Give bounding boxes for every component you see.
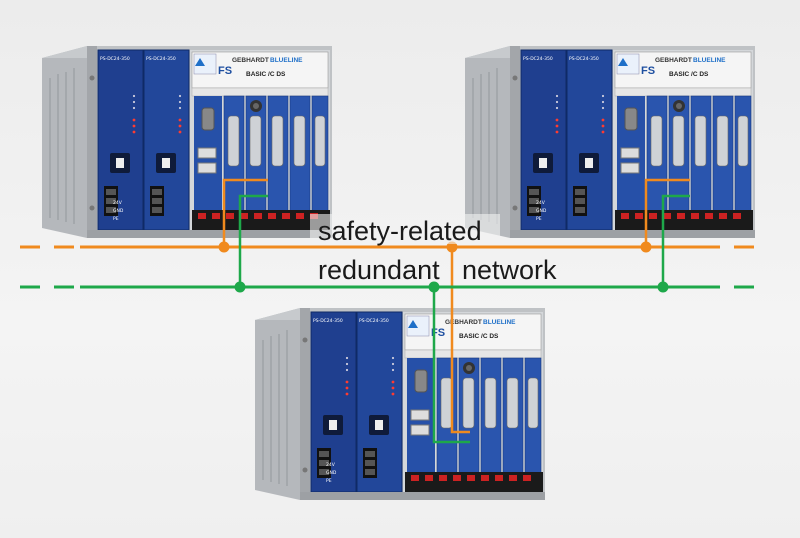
rack-top-left: [42, 45, 332, 238]
series-label: BLUELINE: [483, 319, 516, 326]
psu2-label: PS-DC24-350: [146, 56, 176, 62]
terminal-24v: 24V: [536, 200, 546, 206]
label-network: network: [462, 255, 557, 285]
rack-text-top-right: PS-DC24-350 PS-DC24-350 FS GEBHARDT BLUE…: [523, 56, 726, 222]
safety-network: [20, 178, 760, 434]
brand-label: GEBHARDT: [655, 57, 692, 64]
psu2-label: PS-DC24-350: [569, 56, 599, 62]
psu1-label: PS-DC24-350: [100, 56, 130, 62]
terminal-24v: 24V: [326, 462, 336, 468]
model-label: BASIC /C DS: [459, 333, 499, 340]
fs-badge: FS: [641, 65, 655, 77]
rack-text-top-left: PS-DC24-350 PS-DC24-350 FS GEBHARDT BLUE…: [100, 56, 303, 222]
terminal-pe: PE: [536, 216, 542, 222]
rack-bottom: [255, 307, 545, 500]
psu1-label: PS-DC24-350: [313, 318, 343, 324]
brand-label: GEBHARDT: [232, 57, 269, 64]
label-safety-related: safety-related: [318, 216, 482, 246]
psu2-label: PS-DC24-350: [359, 318, 389, 324]
redundant-network: [20, 194, 760, 444]
fs-badge: FS: [218, 65, 232, 77]
terminal-gnd: GND: [326, 470, 337, 476]
terminal-pe: PE: [113, 216, 119, 222]
terminal-pe: PE: [326, 478, 332, 484]
rack-top-right: [465, 45, 755, 238]
model-label: BASIC /C DS: [669, 71, 709, 78]
model-label: BASIC /C DS: [246, 71, 286, 78]
terminal-gnd: GND: [536, 208, 547, 214]
terminal-24v: 24V: [113, 200, 123, 206]
label-backdrop: [310, 214, 500, 244]
label-redundant: redundant: [318, 255, 440, 285]
series-label: BLUELINE: [270, 57, 303, 64]
series-label: BLUELINE: [693, 57, 726, 64]
terminal-gnd: GND: [113, 208, 124, 214]
brand-label: GEBHARDT: [445, 319, 482, 326]
psu1-label: PS-DC24-350: [523, 56, 553, 62]
